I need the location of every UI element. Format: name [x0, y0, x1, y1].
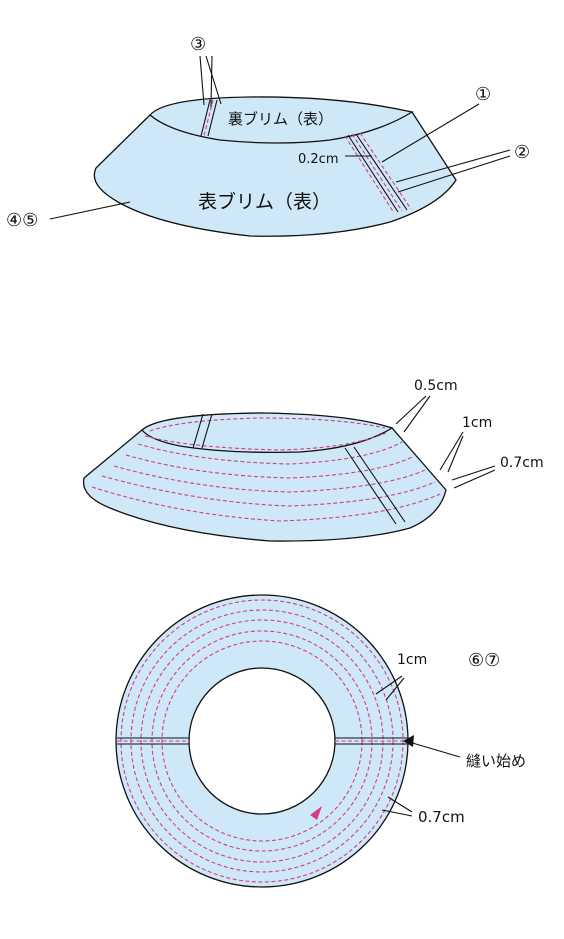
diagram-brim-topstitch: 0.5cm 1cm 0.7cm: [82, 378, 544, 542]
leader-line: [397, 155, 511, 193]
seam-line: [201, 413, 213, 449]
stitch-row: [91, 486, 441, 522]
under-brim-label: 裏ブリム（表）: [228, 110, 333, 128]
stitch-line: [351, 133, 403, 212]
seam-allowance-label: 0.2cm: [298, 152, 339, 167]
seam-line: [353, 446, 406, 523]
stitch-line: [359, 132, 412, 210]
stitch-row: [144, 432, 387, 451]
under-brim-shape: [149, 96, 414, 144]
seam-line: [347, 134, 399, 213]
leader-line: [205, 55, 222, 105]
leader-line: [453, 469, 496, 489]
label-1: ①: [475, 84, 491, 105]
leader-line: [210, 55, 213, 108]
label-07cm-b: 0.7cm: [418, 808, 465, 826]
label-1cm-b: 1cm: [397, 652, 427, 668]
leader-line: [395, 395, 427, 425]
seam-line: [344, 447, 397, 525]
stitch-line: [344, 135, 395, 214]
leader-line: [403, 395, 431, 433]
stitch-row: [113, 465, 426, 493]
stitch-row: [125, 454, 415, 479]
leader-line: [387, 796, 413, 813]
leader-line: [199, 55, 205, 106]
stitch-row: [149, 417, 386, 432]
label-1cm: 1cm: [462, 415, 492, 431]
label-start: 縫い始め: [466, 752, 526, 770]
label-2: ②: [514, 142, 530, 163]
seam-line: [207, 99, 218, 137]
diagram-brim-assembly: ③ ① ② ④⑤ 裏ブリム（表） 表ブリム（表） 0.2cm: [6, 34, 530, 237]
leader-line: [408, 741, 461, 758]
leader-line: [439, 431, 464, 471]
label-07cm: 0.7cm: [500, 455, 544, 471]
label-45: ④⑤: [6, 210, 38, 231]
seam-line: [192, 413, 204, 449]
leader-line: [447, 435, 464, 473]
stitch-direction-arrow-icon: [310, 806, 322, 820]
leader-line: [395, 149, 511, 183]
leader-line: [385, 677, 405, 701]
top-brim-label: 表ブリム（表）: [198, 190, 331, 213]
head-opening: [188, 667, 336, 815]
arrowhead-icon: [403, 735, 414, 747]
seam-line: [355, 133, 408, 211]
leader-line: [381, 809, 413, 817]
leader-line: [451, 465, 496, 481]
stitch-row: [101, 475, 436, 507]
leader-line: [49, 201, 131, 220]
seam-line: [200, 99, 211, 137]
label-67: ⑥⑦: [468, 650, 500, 671]
leader-line: [375, 675, 403, 695]
label-05cm: 0.5cm: [414, 378, 458, 394]
leader-line: [381, 103, 480, 163]
diagram-brim-topview: ⑥⑦ 1cm 縫い始め 0.7cm: [115, 594, 526, 888]
label-3: ③: [190, 34, 206, 55]
